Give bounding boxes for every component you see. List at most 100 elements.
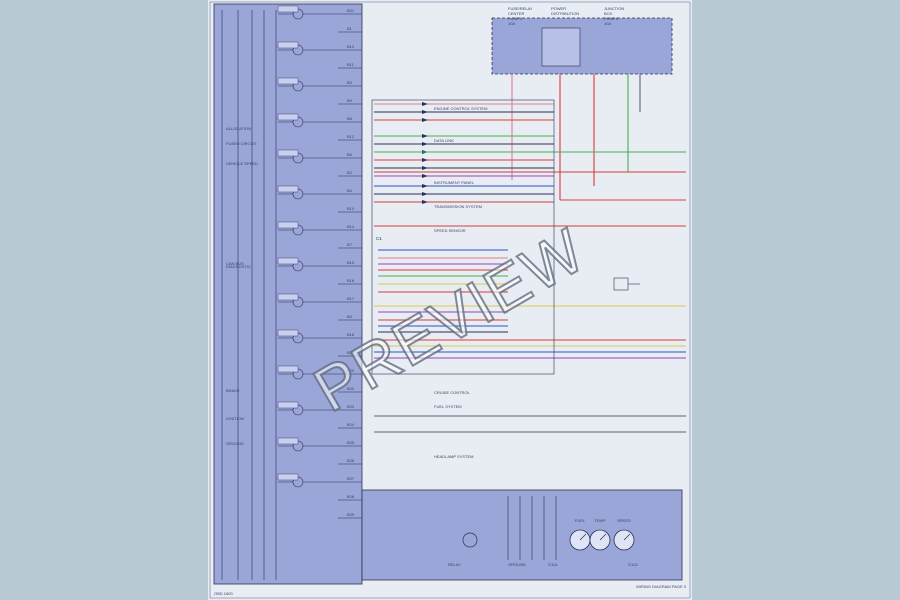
- footer-right: WIRING DIAGRAM PAGE 3: [636, 584, 687, 589]
- bottom-label: RELAY: [448, 562, 461, 567]
- gauge-label: TEMP: [594, 518, 605, 523]
- junction-box-label: FUSE 5: [604, 16, 619, 21]
- module-pin-label: B6: [347, 152, 353, 157]
- power-distribution-relay: [541, 27, 581, 67]
- connector-arrow: [422, 184, 428, 188]
- connector-arrow: [422, 158, 428, 162]
- module-pin-label: B8: [347, 116, 353, 121]
- module-pin-label: B11: [347, 62, 355, 67]
- module-pin-label: B9: [347, 98, 353, 103]
- connector-arrow: [422, 134, 428, 138]
- component-box: [277, 365, 299, 373]
- harness-connector-label: C1: [376, 236, 382, 241]
- module-side-label: CAN BUS: [226, 261, 244, 266]
- signal-label: DATA LINK: [434, 138, 454, 143]
- connector-arrow: [422, 166, 428, 170]
- connector-arrow: [422, 142, 428, 146]
- module-pin-label: B12: [347, 134, 355, 139]
- component-box: [277, 113, 299, 121]
- control-module: [213, 3, 363, 585]
- module-pin-label: B24: [347, 422, 355, 427]
- power-distribution-box: [491, 17, 673, 75]
- module-pin-label: B3: [347, 80, 353, 85]
- fuse-center-label: 10A: [508, 21, 515, 26]
- connector-arrow: [422, 200, 428, 204]
- signal-label: SPEED SENSOR: [434, 228, 466, 233]
- component-box: [277, 185, 299, 193]
- module-pin-label: B26: [347, 458, 355, 463]
- module-pin-label: B29: [347, 512, 355, 517]
- module-pin-label: B10: [347, 206, 355, 211]
- ground-junction: [613, 277, 629, 291]
- junction-box-label: BOX: [604, 11, 613, 16]
- connector-arrow: [422, 192, 428, 196]
- distribution-label: POWER: [551, 6, 566, 11]
- bottom-label: GROUND: [508, 562, 526, 567]
- component-box: [277, 257, 299, 265]
- module-pin-label: B17: [347, 296, 355, 301]
- module-pin-label: B14: [347, 224, 355, 229]
- module-side-label: IGNITION: [226, 416, 244, 421]
- module-side-label: ALLOCATION: [226, 126, 251, 131]
- gauge-label: SPEED: [617, 518, 631, 523]
- signal-label: FUEL SYSTEM: [434, 404, 462, 409]
- signal-label: TRANSMISSION SYSTEM: [434, 204, 482, 209]
- connector-arrow: [422, 102, 428, 106]
- component-box: [277, 41, 299, 49]
- module-pin-label: B28: [347, 494, 355, 499]
- module-pin-label: B27: [347, 476, 355, 481]
- module-pin-label: B4: [347, 188, 353, 193]
- connector-arrow: [422, 174, 428, 178]
- fuse-center-label: CENTER: [508, 11, 525, 16]
- module-side-label: VEHICLE SPEED: [226, 161, 258, 166]
- motor-symbol: [462, 532, 478, 548]
- gauge-needle: [623, 533, 631, 541]
- bottom-label: G102: [628, 562, 639, 567]
- signal-label: CRUISE CONTROL: [434, 390, 471, 395]
- module-pin-label: B22: [347, 386, 355, 391]
- fuse-center-label: FUSE 3: [508, 16, 523, 21]
- gauge-needle: [579, 533, 587, 541]
- component-box: [277, 473, 299, 481]
- module-pin-label: B15: [347, 260, 355, 265]
- signal-label: HEADLAMP SYSTEM: [434, 454, 474, 459]
- gauge-label: FUEL: [575, 518, 586, 523]
- module-pin-label: B19: [347, 350, 355, 355]
- module-pin-label: B5: [347, 314, 353, 319]
- module-pin-label: B1: [347, 26, 353, 31]
- component-box: [277, 293, 299, 301]
- component-box: [277, 5, 299, 13]
- module-pin-label: B2: [347, 170, 353, 175]
- component-box: [277, 401, 299, 409]
- footer-left: OBD 1600: [214, 591, 233, 596]
- module-pin-label: B13: [347, 44, 355, 49]
- component-box: [277, 221, 299, 229]
- module-side-label: BRAKE: [226, 388, 240, 393]
- module-side-label: DIAGNOSTIC: [226, 264, 251, 269]
- component-box: [277, 77, 299, 85]
- wiring-diagram: ALLOCATION FUSED CIRCUIT VEHICLE SPEED CAN …: [209, 1, 691, 599]
- bottom-label: G101: [548, 562, 559, 567]
- connector-arrow: [422, 118, 428, 122]
- module-pin-label: B21: [347, 8, 355, 13]
- module-pin-label: B7: [347, 242, 353, 247]
- module-pin-label: B25: [347, 440, 355, 445]
- schematic-sheet: ALLOCATION FUSED CIRCUIT VEHICLE SPEED CAN …: [208, 0, 692, 600]
- module-side-label: GROUND: [226, 441, 244, 446]
- distribution-label: DISTRIBUTION: [551, 11, 579, 16]
- connector-arrow: [422, 110, 428, 114]
- signal-label: INSTRUMENT PANEL: [434, 180, 475, 185]
- component-box: [277, 437, 299, 445]
- component-box: [277, 149, 299, 157]
- module-pin-label: B16: [347, 278, 355, 283]
- module-pin-label: B23: [347, 404, 355, 409]
- harness-frame: [371, 99, 555, 375]
- fuse-center-label: FUSE/RELAY: [508, 6, 533, 11]
- module-side-label: FUSED CIRCUIT: [226, 141, 257, 146]
- signal-label: ENGINE CONTROL SYSTEM: [434, 106, 487, 111]
- component-box: [277, 329, 299, 337]
- module-pin-label: B18: [347, 332, 355, 337]
- gauge-needle: [599, 533, 607, 541]
- junction-box-label: JUNCTION: [604, 6, 624, 11]
- sheet-border: [209, 1, 691, 599]
